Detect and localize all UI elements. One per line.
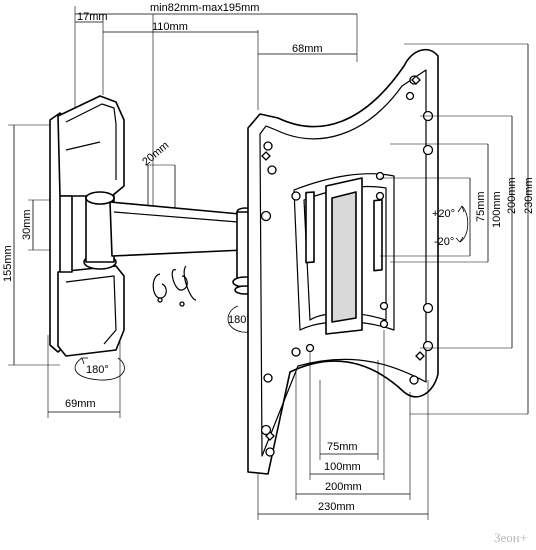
tilt-up-label: +20° [432,208,455,220]
v230-label: 230mm [523,177,535,214]
wall-plate [49,95,125,357]
wall-height-label: 155mm [2,245,14,282]
watermark: Зеон+ [494,530,527,545]
v100-label: 100mm [491,191,503,228]
arm-thickness-label: 20mm [140,139,171,168]
bottom-dimensions: 75mm 100mm 200mm 230mm [257,330,429,520]
h75-label: 75mm [327,441,358,453]
arm-length-label: 110mm [152,21,188,33]
rotation-indicator-wall: 180° [74,357,125,381]
swivel-arm [109,201,258,307]
h230-label: 230mm [318,501,355,513]
top-left-label: 17mm [77,11,108,23]
vesa-plate [247,48,439,475]
rotation-mid-label: 180° [228,314,251,326]
left-dimensions: 155mm 30mm 69mm 20mm [2,124,176,418]
tilt-down-label: -20° [434,236,454,248]
right-dimensions: 75mm 100mm 200mm 230mm +20° -20° [380,43,535,415]
wall-gap-label: 30mm [21,209,33,240]
rotation-wall-label: 180° [86,364,109,376]
top-dimensions: min82mm-max195mm 17mm 110mm 68mm [74,2,358,212]
wall-width-label: 69mm [65,398,96,410]
v200-label: 200mm [506,177,518,214]
offset-label: 68mm [292,43,323,55]
range-label: min82mm-max195mm [150,2,259,14]
h100-label: 100mm [324,461,361,473]
v75-label: 75mm [475,191,487,222]
h200-label: 200mm [325,481,362,493]
